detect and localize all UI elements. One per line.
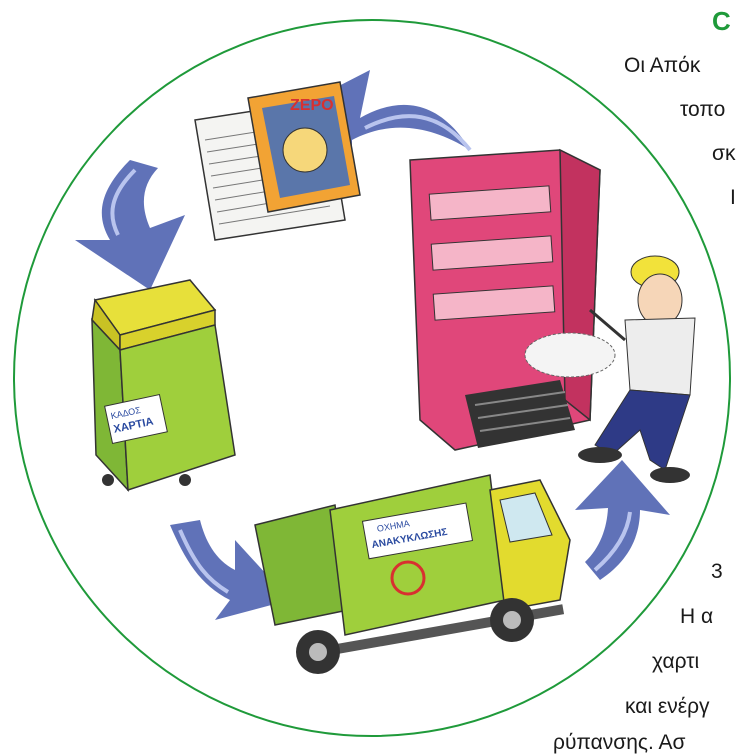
arrow-left-icon xyxy=(75,160,185,290)
magazine-title: ΖΕΡΟ xyxy=(290,97,334,114)
paper-recycling-machine-illustration xyxy=(410,150,600,450)
paper-bin-illustration: ΚΑΔΟΣ ΧΑΡΤΙΑ xyxy=(92,280,235,490)
newspapers-illustration: ΖΕΡΟ xyxy=(195,82,360,240)
recycling-truck-illustration: ΟΧΗΜΑ ΑΝΑΚΥΚΛΩΣΗΣ xyxy=(255,475,570,674)
